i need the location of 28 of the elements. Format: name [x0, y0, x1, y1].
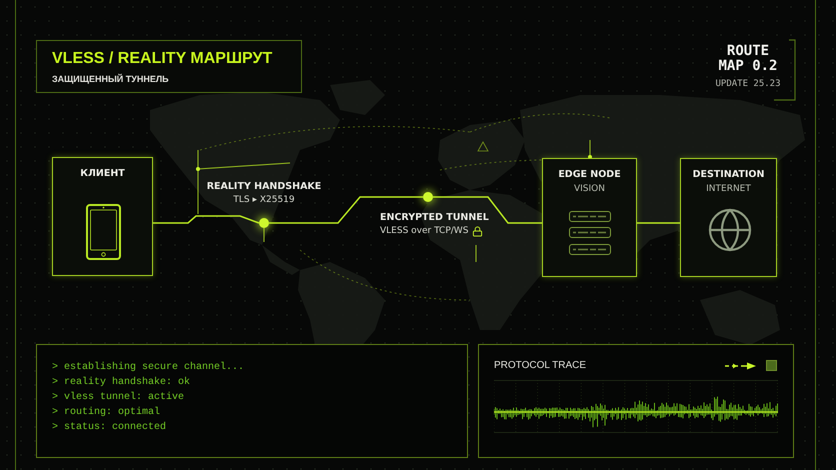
route-node-card [680, 158, 777, 277]
terminal-line: > status: connected [52, 420, 166, 435]
panel-title: PROTOCOL TRACE [494, 359, 586, 373]
edge-subcaption: VLESS over TCP/WS [380, 225, 468, 238]
title-text: VLESS / REALITY МАРШРУТ [52, 49, 272, 69]
route-node-card [542, 158, 637, 277]
connector-line [269, 196, 423, 224]
connector-line [153, 215, 260, 224]
update-label: UPDATE 25.23 [715, 78, 781, 91]
connector-line [637, 222, 680, 224]
trace-panel [478, 344, 794, 458]
node-title: КЛИЕНТ [80, 167, 125, 181]
terminal-panel [36, 344, 468, 458]
edge-caption: REALITY HANDSHAKE [206, 180, 322, 193]
map-version-heading: ROUTE MAP 0.2 [717, 44, 778, 74]
subtitle-text: ЗАЩИЩЕННЫЙ ТУННЕЛЬ [52, 72, 169, 86]
node-title: EDGE NODE [558, 168, 621, 182]
edge-caption: ENCRYPTED TUNNEL [380, 211, 489, 224]
terminal-line: > establishing secure channel... [52, 360, 244, 375]
node-subtitle: VISION [574, 183, 605, 196]
connector-line [433, 196, 542, 224]
node-subtitle: INTERNET [706, 183, 751, 196]
terminal-line: > reality handshake: ok [52, 376, 190, 390]
terminal-line: > routing: optimal [52, 406, 160, 420]
edge-subcaption: TLS ▸ X25519 [233, 194, 295, 207]
terminal-line: > vless tunnel: active [52, 390, 184, 405]
route-node-card [52, 157, 153, 276]
node-title: DESTINATION [692, 168, 764, 182]
